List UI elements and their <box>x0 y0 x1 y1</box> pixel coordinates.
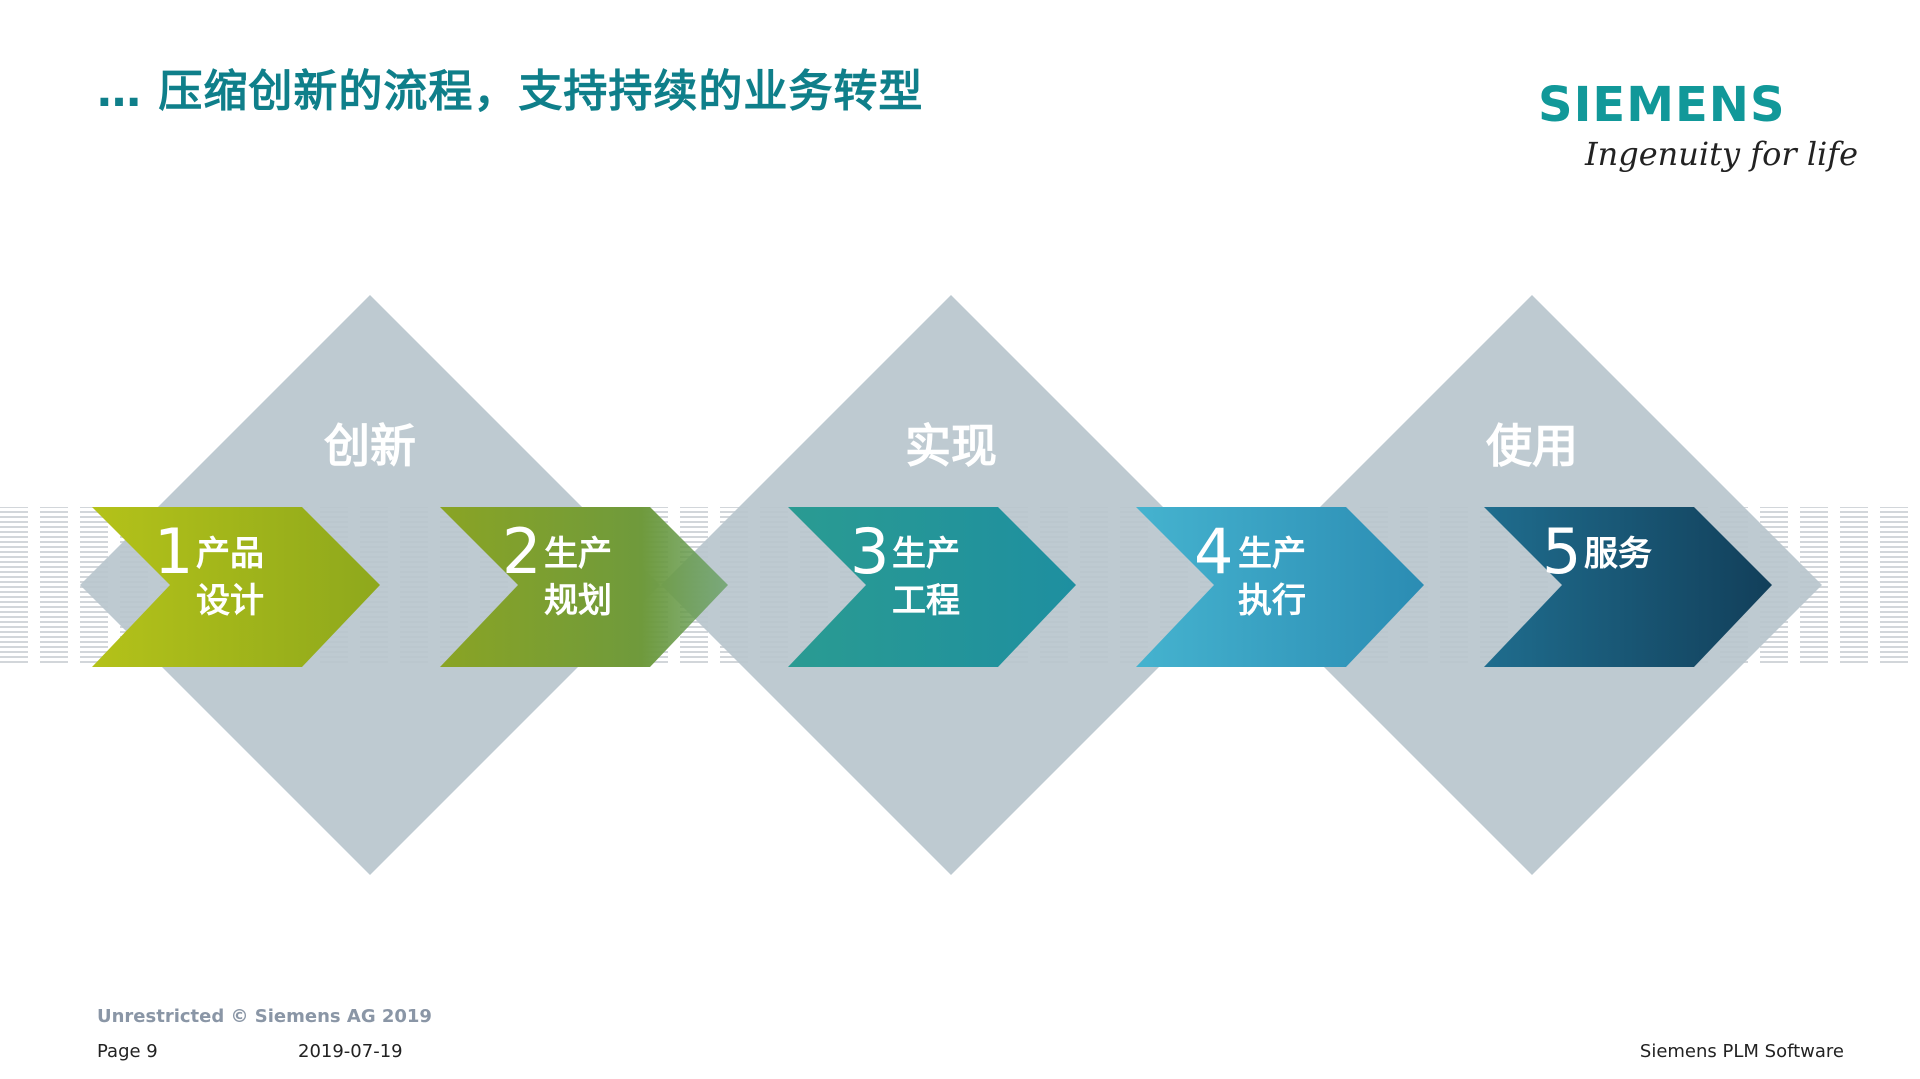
logo-wordmark: SIEMENS <box>1538 77 1786 133</box>
step-chevron <box>1136 507 1424 667</box>
step-number: 5 <box>1542 515 1582 588</box>
phase-label-realization: 实现 <box>905 419 997 473</box>
step-label-line1: 生产 <box>1238 534 1306 574</box>
step-chevron <box>1484 507 1772 667</box>
step-number: 3 <box>850 515 890 588</box>
step-chevron <box>440 507 728 667</box>
step-chevron <box>788 507 1076 667</box>
phase-label-innovation: 创新 <box>324 419 416 473</box>
footer-page-number: Page 9 <box>97 1041 158 1062</box>
step-chevron <box>92 507 380 667</box>
step-label-line2: 设计 <box>196 581 264 621</box>
step-number: 2 <box>502 515 542 588</box>
step-label-line1: 生产 <box>544 534 612 574</box>
siemens-logo: SIEMENS Ingenuity for life <box>1528 78 1858 188</box>
slide-title: … 压缩创新的流程，支持持续的业务转型 <box>97 66 924 117</box>
step-number: 1 <box>154 515 194 588</box>
step-label-line2: 执行 <box>1238 581 1306 621</box>
step-label-line1: 产品 <box>196 534 264 574</box>
footer-date: 2019-07-19 <box>298 1041 403 1062</box>
step-label-line2: 规划 <box>544 581 612 621</box>
footer-company: Siemens PLM Software <box>1639 1041 1844 1062</box>
footer-classification: Unrestricted © Siemens AG 2019 <box>97 1006 432 1027</box>
phase-diamond <box>1242 295 1822 875</box>
step-label-line2: 工程 <box>892 581 960 621</box>
step-number: 4 <box>1194 515 1234 588</box>
step-label-line1: 生产 <box>892 534 960 574</box>
logo-tagline: Ingenuity for life <box>1585 135 1859 173</box>
step-label-line1: 服务 <box>1584 534 1652 574</box>
phase-label-utilization: 使用 <box>1486 419 1578 473</box>
